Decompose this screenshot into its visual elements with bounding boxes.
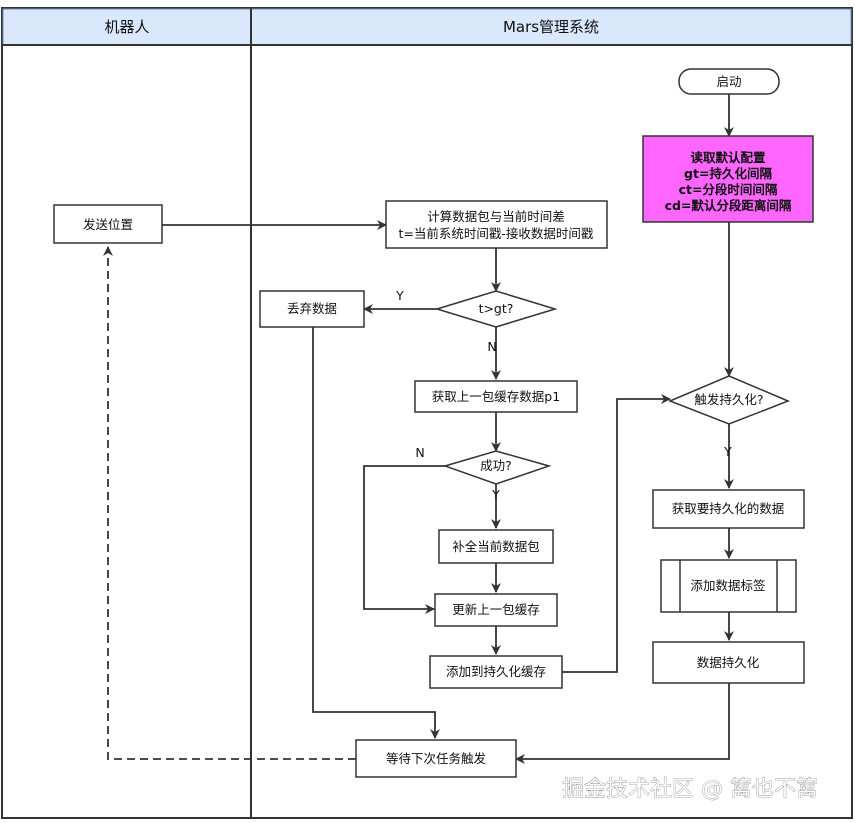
complete-box[interactable] <box>438 529 554 564</box>
wait-label: 等待下次任务触发 <box>386 751 487 766</box>
edge-discard-wait <box>312 327 440 739</box>
decision-success-diamond[interactable] <box>442 450 552 485</box>
config-line-1: 读取默认配置 <box>690 150 766 165</box>
decision-t-diamond[interactable] <box>434 290 558 328</box>
config-line-3: ct=分段时间间隔 <box>679 182 778 197</box>
edge-addcache-decision <box>562 394 671 673</box>
send-position-label: 发送位置 <box>83 217 133 232</box>
edge-wait-send <box>103 246 356 760</box>
config-line-4: cd=默认分段距离间隔 <box>665 198 792 213</box>
decision-persist-diamond[interactable] <box>668 375 790 425</box>
edge-label-n-getprev: N <box>487 339 496 354</box>
get-prev-box[interactable] <box>414 380 578 413</box>
update-prev-box[interactable] <box>434 593 558 627</box>
edge-success-update <box>363 465 445 614</box>
lane-title-mars: Mars管理系统 <box>503 18 599 36</box>
add-persist-cache-box[interactable] <box>429 655 563 689</box>
wait-box[interactable] <box>355 739 517 778</box>
persist-box[interactable] <box>652 641 805 684</box>
add-tag-box[interactable] <box>660 559 797 613</box>
start-label: 启动 <box>716 74 741 89</box>
edge-label-n-success: N <box>415 445 424 460</box>
edge-label-y-persist: Y <box>723 444 732 459</box>
get-prev-label: 获取上一包缓存数据p1 <box>432 389 560 404</box>
decision-success-label: 成功? <box>480 458 512 473</box>
compute-box[interactable] <box>385 200 608 249</box>
config-line-2: gt=持久化间隔 <box>684 166 772 181</box>
edge-persist-wait <box>515 683 730 764</box>
discard-label: 丢弃数据 <box>287 301 337 316</box>
get-persist-label: 获取要持久化的数据 <box>672 501 785 516</box>
config-box[interactable] <box>642 135 814 223</box>
persist-label: 数据持久化 <box>697 655 760 670</box>
get-persist-box[interactable] <box>652 489 805 529</box>
start-terminal[interactable] <box>678 68 780 95</box>
send-position-box[interactable] <box>53 204 163 244</box>
edge-label-y-discard: Y <box>395 288 404 303</box>
add-tag-label: 添加数据标签 <box>690 578 766 593</box>
add-persist-cache-label: 添加到持久化缓存 <box>446 664 546 679</box>
complete-label: 补全当前数据包 <box>452 539 540 554</box>
decision-persist-label: 触发持久化? <box>694 392 763 407</box>
compute-line-2: t=当前系统时间戳-接收数据时间戳 <box>399 226 594 241</box>
nodes <box>53 68 814 778</box>
lane-title-robot: 机器人 <box>104 18 149 36</box>
update-prev-label: 更新上一包缓存 <box>452 602 540 617</box>
discard-box[interactable] <box>259 290 365 328</box>
watermark: 掘金技术社区 @ 篱也不篱 <box>562 777 818 802</box>
edge-label-y-success: Y <box>491 487 500 502</box>
compute-line-1: 计算数据包与当前时间差 <box>427 209 565 224</box>
decision-t-label: t>gt? <box>479 301 514 316</box>
edges <box>103 94 734 764</box>
